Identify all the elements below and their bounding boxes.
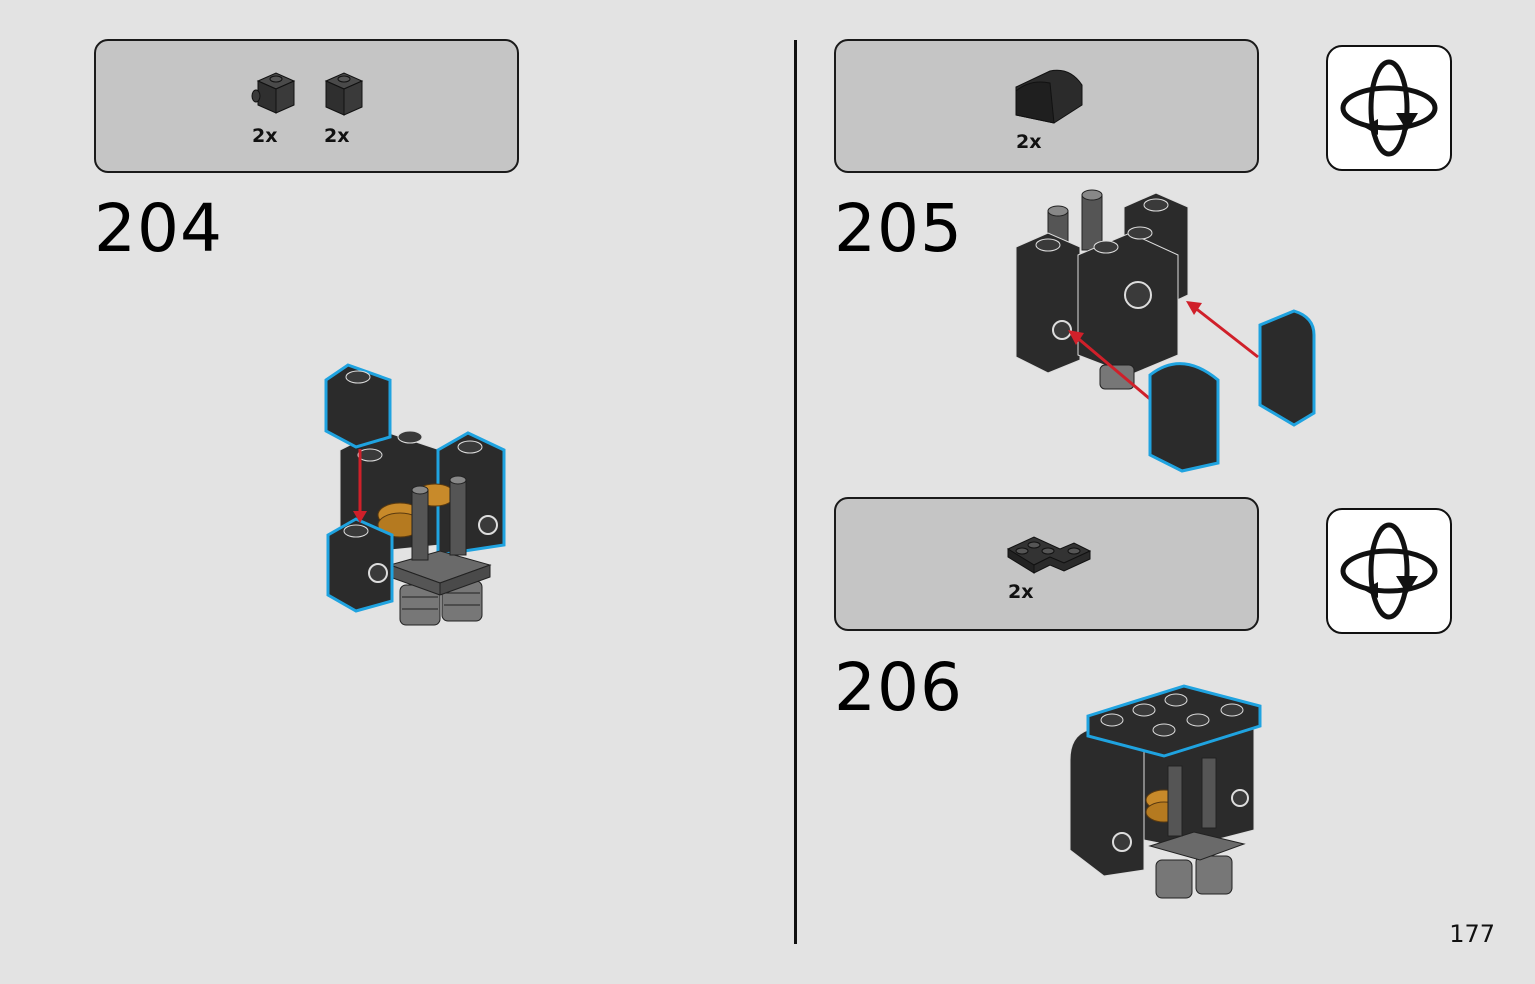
part-qty: 2x	[1016, 131, 1042, 153]
plate-2x2-corner-icon	[1006, 536, 1092, 574]
parts-callout-204: 2x 2x	[94, 39, 519, 173]
page-number: 177	[1449, 920, 1495, 948]
step-number: 204	[94, 190, 223, 267]
brick-1x1-with-stud-on-side-icon	[251, 72, 296, 114]
slope-curved-1x1-icon	[1015, 69, 1083, 124]
rotate-model-icon	[1340, 522, 1438, 620]
rotate-model-callout	[1326, 508, 1452, 634]
brick-1x1-icon	[324, 72, 364, 116]
page-divider	[794, 40, 797, 944]
step-number: 205	[834, 190, 963, 267]
model-illustration-204	[324, 363, 506, 626]
model-illustration-206	[1069, 684, 1262, 899]
parts-callout-205: 2x	[834, 39, 1259, 173]
step-number: 206	[834, 649, 963, 726]
part-qty: 2x	[1008, 581, 1034, 603]
part-qty: 2x	[252, 125, 278, 147]
part-qty: 2x	[324, 125, 350, 147]
rotate-model-icon	[1340, 59, 1438, 157]
rotate-model-callout	[1326, 45, 1452, 171]
model-illustration-205	[1015, 189, 1316, 473]
parts-callout-206: 2x	[834, 497, 1259, 631]
